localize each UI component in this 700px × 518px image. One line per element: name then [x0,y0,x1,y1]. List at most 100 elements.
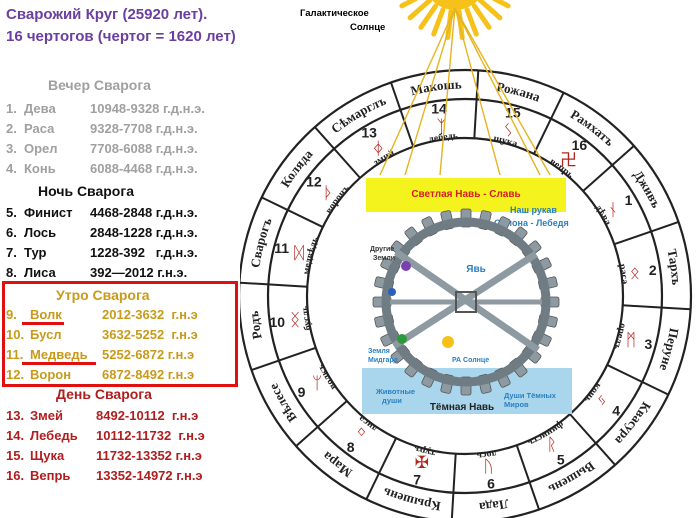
row-number: 2. [6,121,17,136]
row-number: 4. [6,161,17,176]
row-years: 8492-10112 г.н.э [96,408,199,423]
ring-divider [314,126,361,179]
underline-volk [22,322,64,325]
outer-ring-label: Дживъ [631,167,665,210]
row-number: 9. [6,307,17,322]
row-name: Тур [24,245,47,260]
galactic-sun-label: Галактическое Солнце [300,8,385,33]
galaxy-ring [381,217,551,387]
row-years: 392—2012 г.н.э. [90,265,188,280]
period-evening-header: Вечер Сварога [48,77,151,93]
wheel-rings [240,68,693,518]
row-years: 1228-392 г.д.н.э. [90,245,198,260]
cell-glyph-icon: ᛜ [356,424,366,444]
galactic-sun-icon [399,0,511,41]
row-name: Волк [30,307,62,322]
period-night-header: Ночь Сварога [38,183,134,199]
cell-number: 10 [269,314,285,330]
sun-beam [454,7,541,176]
cell-glyph-icon: ᚾ [608,200,618,220]
row-name: Лебедь [30,428,78,443]
earth-dot [397,334,407,344]
cell-name: лось [475,447,498,461]
sun-beam [439,7,456,176]
cell-number: 3 [644,336,652,352]
cell-glyph-icon: ᛗ [626,330,636,350]
cell-number: 5 [557,451,565,467]
ring-divider [569,413,616,466]
row-number: 16. [6,468,25,483]
sun-ray [471,3,492,30]
cell-number: 13 [361,125,377,141]
row-number: 12. [6,367,25,382]
row-number: 13. [6,408,25,423]
row-years: 6088-4468 г.д.н.э. [90,161,198,176]
other-earth-dot [401,261,411,271]
light-nav-band [366,178,566,212]
row-years: 10112-11732 г.н.э [96,428,205,443]
yav-label: Явь [466,264,485,275]
row-name: Орел [24,141,58,156]
period-row: 12. Ворон 6872-8492 г.н.э [6,367,194,382]
cell-number: 6 [487,476,495,492]
row-name: Раса [24,121,55,136]
cell-number: 14 [431,100,447,116]
animal-souls-label: Животные души [375,387,417,405]
period-row: 2. Раса 9328-7708 г.д.н.э. [6,121,198,136]
row-name: Дева [24,101,56,116]
row-name: Вепрь [30,468,71,483]
row-number: 10. [6,327,25,342]
ring-divider [622,304,691,311]
row-number: 7. [6,245,17,260]
our-arm-label: Наш рукав Ориона - Лебедя [494,205,569,228]
outer-ring-label: Лада [478,496,510,515]
cell-glyph-icon: ✠ [415,453,429,473]
cell-glyph-icon: ᛉ [436,117,446,137]
cell-glyph-icon: ᛞ [294,244,304,264]
earth-label: Земля Мидгард [368,348,398,364]
period-morning-header: Утро Сварога [56,287,150,303]
row-number: 5. [6,205,17,220]
cell-number: 9 [298,384,306,400]
dark-nav-label: Тёмная Навь [430,402,494,413]
underline-medved [22,362,96,365]
outer-ring-label: Вышень [546,459,597,498]
cell-name: бусль [300,304,314,331]
row-number: 6. [6,225,17,240]
cell-number: 1 [625,192,633,208]
cell-number: 11 [274,240,289,256]
row-years: 6872-8492 г.н.э [102,367,195,382]
row-years: 9328-7708 г.д.н.э. [90,121,198,136]
ring-divider [295,400,348,447]
cell-glyph-icon: ᛘ [312,374,322,394]
row-years: 5252-6872 г.н.э [102,347,195,362]
sun-ray [477,0,503,21]
cell-name: раса [616,263,630,285]
row-number: 15. [6,448,25,463]
row-number: 14. [6,428,25,443]
row-name: Ворон [30,367,72,382]
row-years: 11732-13352 г.н.э [96,448,202,463]
ring-divider [473,70,480,139]
row-years: 4468-2848 г.д.н.э. [90,205,198,220]
row-name: Лось [24,225,57,240]
row-number: 3. [6,141,17,156]
cell-glyph-icon: ᛊ [503,121,513,141]
ring-circle [266,97,664,495]
cell-glyph-icon: ᛄ [373,139,383,159]
period-row: 6. Лось 2848-1228 г.д.н.э. [6,225,198,240]
cell-name: щука [492,133,518,150]
cell-glyph-icon: ᚦ [323,183,333,203]
outer-ring-label: Вѣлесе [265,381,299,425]
dark-souls-label: Души Тёмных Миров [504,391,558,409]
ring-divider [606,364,669,396]
row-years: 2848-1228 г.д.н.э. [90,225,198,240]
ring-divider [240,281,308,288]
